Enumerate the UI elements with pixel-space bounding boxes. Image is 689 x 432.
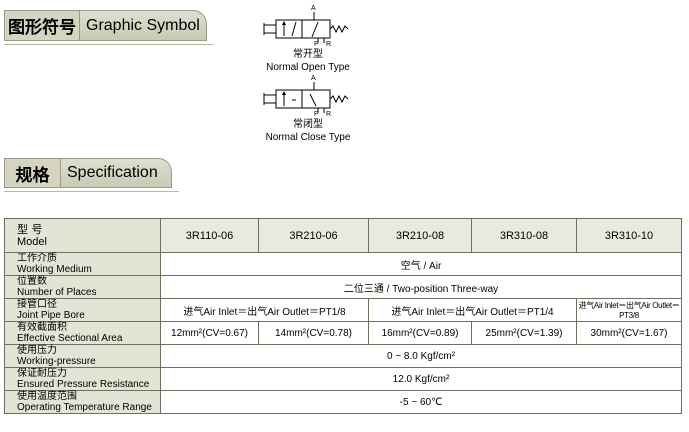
pressure-value: 0 ~ 8.0 Kgf/cm² [160, 344, 682, 368]
table-row-pressure: 使用压力 Working-pressure 0 ~ 8.0 Kgf/cm² [4, 344, 682, 368]
table-row-medium: 工作介质 Working Medium 空气 / Air [4, 252, 682, 276]
bore-value-large: 进气Air Inlet＝出气Air Outlet＝PT3/8 [576, 298, 682, 322]
model-cell: 3R210-06 [258, 218, 369, 253]
normal-close-port-p: P [314, 111, 319, 118]
area-value: 25mm²(CV=1.39) [471, 321, 577, 345]
normal-open-port-r: R [326, 41, 332, 48]
bore-label-en: Joint Pipe Bore [17, 310, 85, 321]
normal-close-port-r: R [326, 111, 332, 118]
graphic-symbol-divider [4, 44, 214, 45]
places-label-cn: 位置数 [17, 276, 47, 287]
places-label: 位置数 Number of Places [4, 275, 161, 299]
temp-label: 使用温度范围 Operating Temperature Range [4, 390, 161, 414]
model-cell: 3R110-06 [160, 218, 259, 253]
medium-label-cn: 工作介质 [17, 253, 57, 264]
graphic-symbol-title-en: Graphic Symbol [79, 10, 207, 41]
model-cell: 3R310-10 [576, 218, 682, 253]
bore-label-cn: 接管口径 [17, 299, 57, 310]
graphic-symbol-header: 图形符号 Graphic Symbol [4, 10, 207, 41]
places-value: 二位三通 / Two-position Three-way [160, 275, 682, 299]
temp-value: -5 ~ 60℃ [160, 390, 682, 414]
area-value: 30mm²(CV=1.67) [576, 321, 682, 345]
bore-label: 接管口径 Joint Pipe Bore [4, 298, 161, 322]
proof-value: 12.0 Kgf/cm² [160, 367, 682, 391]
normal-open-symbol: A P R [258, 5, 358, 48]
pressure-label: 使用压力 Working-pressure [4, 344, 161, 368]
area-label: 有效截面积 Effective Sectional Area [4, 321, 161, 345]
specification-title-en: Specification [60, 158, 172, 188]
medium-value: 空气 / Air [160, 252, 682, 276]
specification-table: 型 号 Model 3R110-06 3R210-06 3R210-08 3R3… [4, 218, 682, 414]
proof-label: 保证耐压力 Ensured Pressure Resistance [4, 367, 161, 391]
temp-label-en: Operating Temperature Range [17, 402, 152, 413]
normal-open-caption: 常开型 Normal Open Type [248, 48, 368, 74]
normal-open-name-cn: 常开型 [293, 49, 323, 60]
bore-value-small: 进气Air Inlet＝出气Air Outlet＝PT1/8 [160, 298, 369, 322]
normal-open-port-a: A [311, 5, 316, 12]
temp-label-cn: 使用温度范围 [17, 391, 77, 402]
area-value: 14mm²(CV=0.78) [258, 321, 369, 345]
model-cell: 3R210-08 [368, 218, 472, 253]
specification-divider [4, 191, 179, 192]
medium-label: 工作介质 Working Medium [4, 252, 161, 276]
table-row-proof: 保证耐压力 Ensured Pressure Resistance 12.0 K… [4, 367, 682, 391]
normal-open-name-en: Normal Open Type [266, 62, 350, 73]
table-row-area: 有效截面积 Effective Sectional Area 12mm²(CV=… [4, 321, 682, 345]
valve-normal-close-icon [263, 82, 349, 113]
model-cell: 3R310-08 [471, 218, 577, 253]
model-label: 型 号 Model [4, 218, 161, 253]
specification-title-cn: 规格 [4, 158, 60, 188]
normal-close-name-cn: 常闭型 [293, 119, 323, 130]
medium-label-en: Working Medium [17, 264, 92, 275]
pressure-label-en: Working-pressure [17, 356, 96, 367]
table-row-places: 位置数 Number of Places 二位三通 / Two-position… [4, 275, 682, 299]
normal-open-port-p: P [314, 41, 319, 48]
normal-close-port-a: A [311, 75, 316, 82]
area-label-cn: 有效截面积 [17, 322, 67, 333]
model-label-cn: 型 号 [17, 222, 43, 236]
places-label-en: Number of Places [17, 287, 97, 298]
valve-normal-open-icon [263, 12, 349, 43]
proof-label-cn: 保证耐压力 [17, 368, 67, 379]
proof-label-en: Ensured Pressure Resistance [17, 379, 150, 390]
graphic-symbol-title-cn: 图形符号 [4, 10, 79, 41]
table-row-bore: 接管口径 Joint Pipe Bore 进气Air Inlet＝出气Air O… [4, 298, 682, 322]
pressure-label-cn: 使用压力 [17, 345, 57, 356]
table-row-model: 型 号 Model 3R110-06 3R210-06 3R210-08 3R3… [4, 218, 682, 253]
normal-close-name-en: Normal Close Type [265, 132, 351, 143]
specification-header: 规格 Specification [4, 158, 172, 188]
area-label-en: Effective Sectional Area [17, 333, 123, 344]
model-label-en: Model [17, 235, 47, 248]
table-row-temp: 使用温度范围 Operating Temperature Range -5 ~ … [4, 390, 682, 414]
area-value: 12mm²(CV=0.67) [160, 321, 259, 345]
normal-close-caption: 常闭型 Normal Close Type [248, 118, 368, 144]
bore-value-medium: 进气Air Inlet＝出气Air Outlet＝PT1/4 [368, 298, 577, 322]
normal-close-symbol: A P R [258, 75, 358, 118]
area-value: 16mm²(CV=0.89) [368, 321, 472, 345]
